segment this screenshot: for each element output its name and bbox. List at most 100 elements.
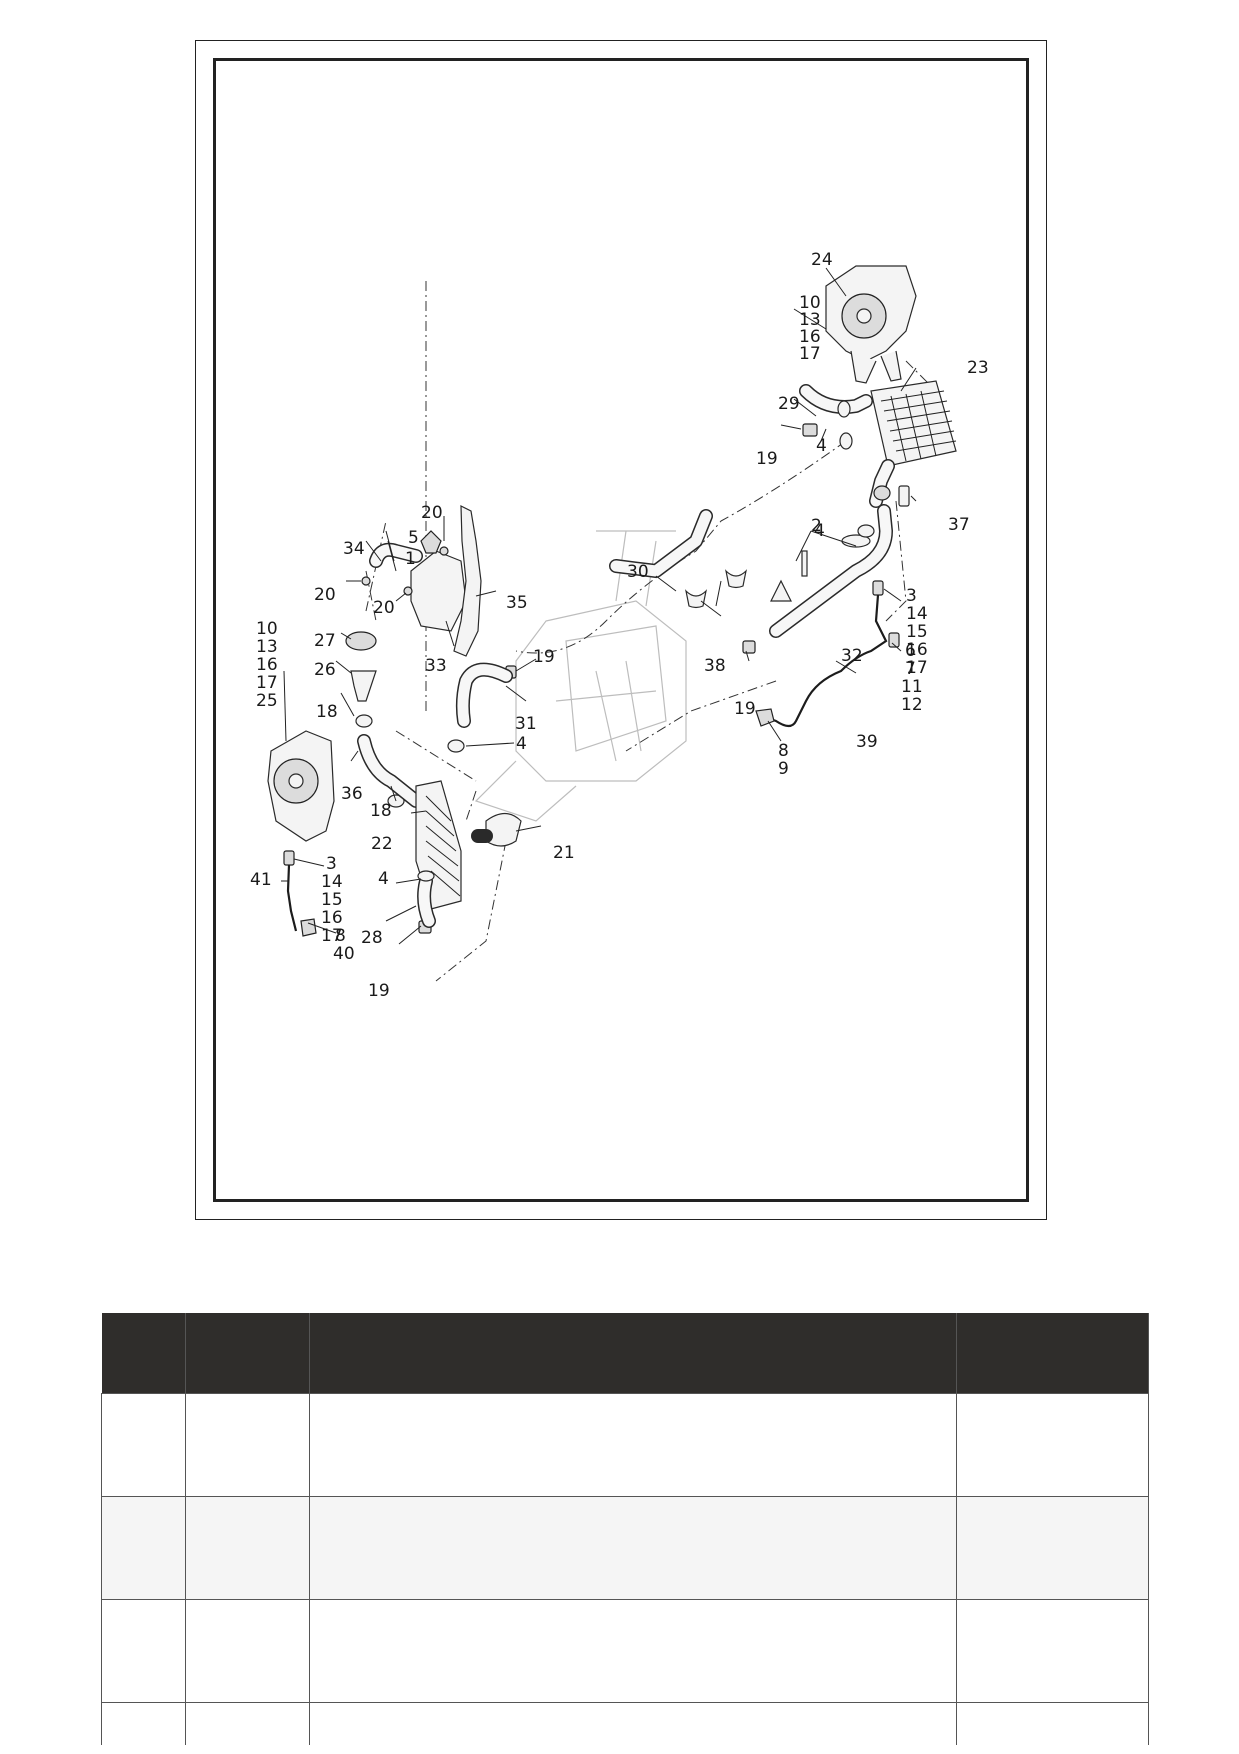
callout-labels: 1 2 3 3 4 4 4 4 5 6 7 8 8 9 10 10 11 12 … <box>250 250 989 1001</box>
callout-37: 37 <box>948 515 970 535</box>
cooling-system-exploded-diagram: 1 2 3 3 4 4 4 4 5 6 7 8 8 9 10 10 11 12 … <box>250 250 989 1001</box>
callout-23: 23 <box>967 358 989 378</box>
part-37-fitting <box>898 485 910 507</box>
callout-29: 29 <box>778 394 800 414</box>
table-cell <box>101 1599 186 1703</box>
part-28-hose <box>417 870 436 928</box>
callout-25: 25 <box>256 691 278 711</box>
part-25-fan-shroud-left <box>267 730 335 842</box>
callout-28: 28 <box>361 928 383 948</box>
callout-16-left-top: 16 <box>256 655 278 675</box>
callout-34: 34 <box>343 539 365 559</box>
table-cell <box>185 1599 310 1703</box>
callout-8-left: 8 <box>335 926 346 946</box>
callout-32: 32 <box>841 646 863 666</box>
callout-11: 11 <box>901 677 923 697</box>
table-cell <box>956 1702 1149 1745</box>
callout-31: 31 <box>515 714 537 734</box>
callout-12: 12 <box>901 695 923 715</box>
callout-17-right: 17 <box>906 658 928 678</box>
part-3-sensor-right <box>872 580 900 648</box>
part-33-reservoir <box>410 530 467 632</box>
part-30-pipe <box>609 509 713 578</box>
callout-13-left: 13 <box>256 637 278 657</box>
callout-20-center: 20 <box>373 598 395 618</box>
diagram-inner-border: 1 2 3 3 4 4 4 4 5 6 7 8 8 9 10 10 11 12 … <box>213 58 1029 1202</box>
callout-6: 6 <box>905 641 916 661</box>
callout-14-left: 14 <box>321 872 343 892</box>
table-cell <box>101 1393 186 1497</box>
table-cell <box>185 1496 310 1600</box>
callout-4-center: 4 <box>516 734 527 754</box>
callout-4-top: 4 <box>816 436 827 456</box>
table-row <box>101 1496 1149 1600</box>
table-cell <box>185 1393 310 1497</box>
callout-4-right: 4 <box>814 521 825 541</box>
callout-16-right: 16 <box>906 640 928 660</box>
table-cell <box>956 1393 1149 1497</box>
callout-19-top: 19 <box>756 449 778 469</box>
callout-33: 33 <box>425 656 447 676</box>
table-cell <box>185 1702 310 1745</box>
callout-leaders <box>281 267 917 945</box>
table-row <box>101 1393 1149 1497</box>
table-cell <box>101 1496 186 1600</box>
callout-38: 38 <box>704 656 726 676</box>
callout-35: 35 <box>506 593 528 613</box>
part-24-fan-shroud <box>825 265 917 384</box>
table-cell <box>309 1496 957 1600</box>
callout-26: 26 <box>314 660 336 680</box>
table-cell <box>101 1702 186 1745</box>
callout-22: 22 <box>371 834 393 854</box>
callout-20-top: 20 <box>421 503 443 523</box>
part-34-hose <box>369 542 423 568</box>
callout-19-center: 19 <box>533 647 555 667</box>
table-cell <box>309 1599 957 1703</box>
part-26-filler-neck <box>350 670 377 702</box>
callout-19-lower: 19 <box>368 981 390 1001</box>
callout-24: 24 <box>811 250 833 270</box>
callout-40: 40 <box>333 944 355 964</box>
parts-table <box>101 1313 1149 1745</box>
part-21-water-pump <box>471 812 522 847</box>
diagram-frame: 1 2 3 3 4 4 4 4 5 6 7 8 8 9 10 10 11 12 … <box>195 40 1047 1220</box>
part-29-hose <box>799 384 873 437</box>
part-38-clips <box>685 569 747 609</box>
table-cell <box>309 1702 957 1745</box>
callout-18-lower: 18 <box>370 801 392 821</box>
callout-39: 39 <box>856 732 878 752</box>
callout-17-left-top: 17 <box>256 673 278 693</box>
callout-30: 30 <box>627 562 649 582</box>
callout-3-right: 3 <box>906 586 917 606</box>
callout-15-left: 15 <box>321 890 343 910</box>
callout-36: 36 <box>341 784 363 804</box>
callout-41: 41 <box>250 870 272 890</box>
table-header-cell <box>956 1313 1149 1394</box>
table-row <box>101 1702 1149 1745</box>
callout-19-right: 19 <box>734 699 756 719</box>
callout-13-right: 13 <box>799 310 821 330</box>
part-23-radiator-right <box>869 380 957 508</box>
callout-21: 21 <box>553 843 575 863</box>
part-4-clamps <box>447 432 875 753</box>
part-36-hose <box>357 734 423 808</box>
callout-7: 7 <box>905 659 916 679</box>
part-41-sensor-wire <box>283 850 317 937</box>
callout-20-left: 20 <box>314 585 336 605</box>
table-header-cell <box>101 1313 186 1394</box>
part-31-hose <box>455 662 513 728</box>
table-cell <box>956 1496 1149 1600</box>
callout-2: 2 <box>811 516 822 536</box>
table-header-row <box>101 1313 1149 1394</box>
callout-9: 9 <box>778 759 789 779</box>
callout-17-left: 17 <box>321 926 343 946</box>
callout-15-right: 15 <box>906 622 928 642</box>
callout-14-right: 14 <box>906 604 928 624</box>
callout-5: 5 <box>408 528 419 548</box>
table-row <box>101 1599 1149 1703</box>
part-32-hose <box>769 485 893 638</box>
table-header-cell <box>309 1313 957 1394</box>
table-cell <box>309 1393 957 1497</box>
callout-16-right-top: 16 <box>799 327 821 347</box>
part-39-wire-harness <box>755 594 888 728</box>
